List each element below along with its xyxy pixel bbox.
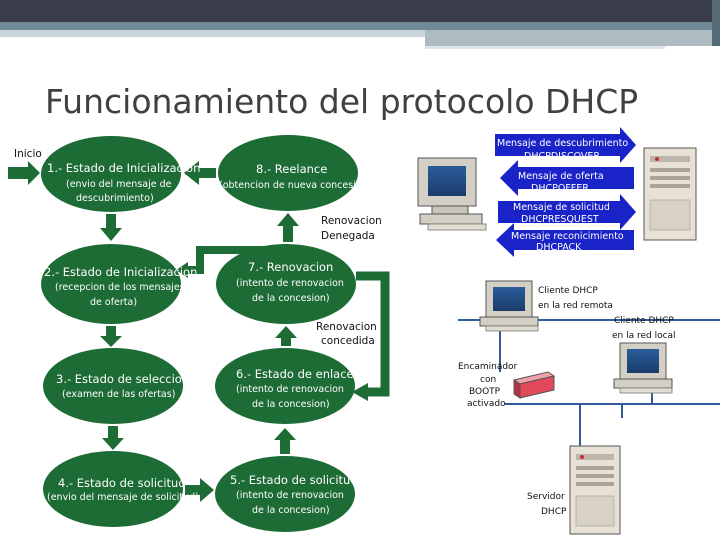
state-5-title: 5.- Estado de solicitud bbox=[230, 473, 358, 487]
remote-client-pc bbox=[479, 280, 539, 332]
local-client-pc bbox=[613, 342, 673, 394]
state-2-line1: (recepcion de los mensajes bbox=[55, 282, 185, 293]
state-6-line2: de la concesion) bbox=[252, 399, 330, 410]
state-2-line2: de oferta) bbox=[90, 297, 138, 308]
router-label-4: activado bbox=[467, 399, 506, 409]
state-1-line1: (envio del mensaje de bbox=[66, 179, 172, 190]
arrow-1-to-2 bbox=[100, 214, 122, 241]
header-accent bbox=[425, 30, 720, 46]
remote-client-label-2: en la red remota bbox=[538, 301, 613, 311]
state-7-line2: de la concesion) bbox=[252, 293, 330, 304]
remote-client-label-1: Cliente DHCP bbox=[538, 286, 598, 296]
state-8-line1: (obtencion de nueva concesion) bbox=[219, 180, 372, 191]
router-label-2: con bbox=[480, 375, 497, 385]
state-1-line2: descubrimiento) bbox=[76, 193, 154, 204]
message-request-arrow bbox=[498, 194, 636, 230]
message-request-label-1: Mensaje de solicitud bbox=[513, 202, 610, 213]
header-accent-line bbox=[425, 46, 665, 49]
arrow-2-to-3 bbox=[100, 326, 122, 347]
state-5-line1: (intento de renovacion bbox=[236, 490, 344, 501]
message-ack-label-2: DHCPACK bbox=[536, 242, 582, 253]
client-pc-top bbox=[417, 157, 487, 231]
state-3-shape bbox=[43, 348, 183, 424]
state-7-shape bbox=[216, 244, 356, 324]
server-label-1: Servidor bbox=[527, 492, 565, 502]
local-client-label-1: Cliente DHCP bbox=[614, 316, 674, 326]
renewal-denied-label-2: Denegada bbox=[321, 230, 375, 242]
start-label: Inicio bbox=[14, 148, 42, 160]
message-request-label-2: DHCPRESQUEST bbox=[521, 214, 599, 225]
state-1-title: 1.- Estado de Inicializacion bbox=[47, 161, 201, 175]
state-3-line1: (examen de las ofertas) bbox=[62, 389, 176, 400]
state-1-shape bbox=[41, 136, 181, 212]
start-arrow bbox=[8, 161, 40, 185]
header-band-light bbox=[0, 30, 720, 37]
server-bottom bbox=[569, 445, 621, 535]
router-label-1: Encaminador bbox=[458, 362, 518, 372]
header-corner-stripe bbox=[712, 0, 720, 46]
state-4-shape bbox=[43, 451, 183, 527]
message-discover-label-1: Mensaje de descubrimiento bbox=[497, 138, 629, 149]
renewal-granted-line bbox=[356, 271, 390, 397]
state-7-title: 7.- Renovacion bbox=[248, 260, 334, 274]
state-8-title: 8.- Reelance bbox=[256, 162, 328, 176]
message-offer-label-2: DHCPOFFER bbox=[531, 183, 589, 194]
state-6-shape bbox=[215, 348, 355, 424]
router-label-3: BOOTP bbox=[469, 387, 501, 397]
renewal-denied-label-1: Renovacion bbox=[321, 215, 382, 227]
renewal-granted-arrowhead bbox=[352, 383, 368, 401]
header-bar bbox=[0, 0, 720, 22]
renewal-denied-line bbox=[185, 244, 290, 274]
arrow-3-to-4 bbox=[102, 426, 124, 450]
state-4-line1: (envio del mensaje de solicitud) bbox=[47, 492, 199, 503]
state-7-line1: (intento de renovacion bbox=[236, 278, 344, 289]
state-5-shape bbox=[215, 456, 355, 532]
arrow-8-to-1 bbox=[184, 161, 216, 185]
router-box bbox=[512, 371, 556, 399]
message-discover-arrow bbox=[495, 127, 636, 163]
message-ack-label-1: Mensaje reconicimiento bbox=[511, 231, 624, 242]
state-2-title: 2.- Estado de Inicializacion bbox=[44, 265, 198, 279]
state-6-title: 6.- Estado de enlace bbox=[236, 367, 354, 381]
server-top bbox=[643, 147, 697, 241]
arrow-5-to-6 bbox=[274, 428, 296, 454]
state-4-title: 4.- Estado de solicitud bbox=[58, 476, 186, 490]
state-5-line2: de la concesion) bbox=[252, 505, 330, 516]
message-discover-label-2: DHCPDISCOVER bbox=[524, 151, 601, 162]
message-ack-arrow bbox=[496, 223, 634, 257]
message-offer-arrow bbox=[500, 160, 634, 196]
renewal-granted-label-1: Renovacion bbox=[316, 321, 377, 333]
state-3-title: 3.- Estado de seleccion bbox=[56, 372, 190, 386]
slide-title: Funcionamiento del protocolo DHCP bbox=[45, 82, 639, 121]
arrow-4-to-5 bbox=[185, 478, 214, 502]
message-offer-label-1: Mensaje de oferta bbox=[518, 171, 604, 182]
renewal-denied-arrowhead bbox=[176, 262, 188, 278]
local-client-label-2: en la red local bbox=[612, 331, 676, 341]
arrow-6-to-7 bbox=[275, 326, 297, 346]
renewal-granted-label-2: concedida bbox=[321, 335, 375, 347]
state-2-shape bbox=[41, 244, 181, 324]
server-label-2: DHCP bbox=[541, 507, 567, 517]
arrow-7-to-8 bbox=[277, 213, 299, 242]
header-band bbox=[0, 22, 720, 30]
state-8-shape bbox=[218, 135, 358, 211]
state-6-line1: (intento de renovacion bbox=[236, 384, 344, 395]
